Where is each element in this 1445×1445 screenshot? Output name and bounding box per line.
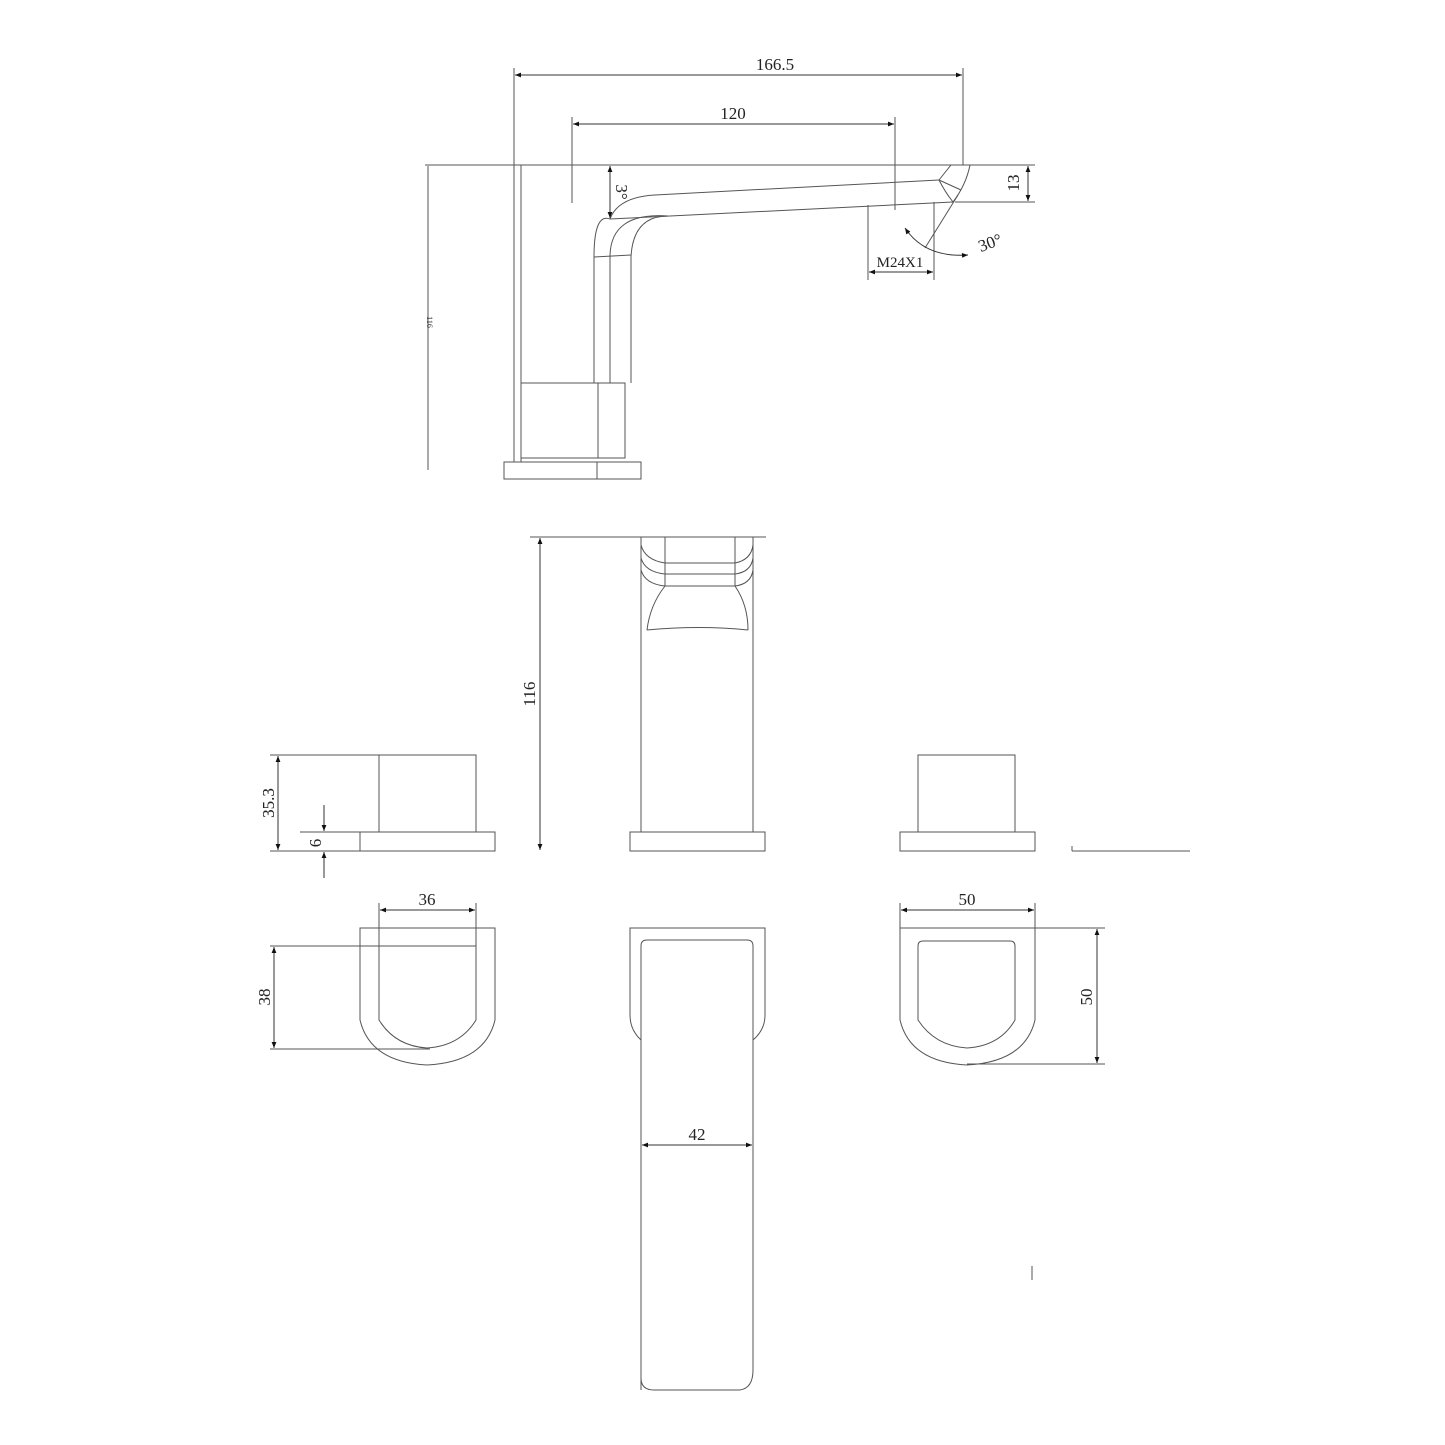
spout-top-body <box>640 939 754 1391</box>
label-left-handle-width: 36 <box>419 890 436 909</box>
label-height-small: 116 <box>425 316 434 328</box>
label-right-handle-width: 50 <box>959 890 976 909</box>
label-aerator-thread: M24X1 <box>877 255 924 271</box>
spout-top-edge <box>609 179 940 220</box>
spout-inner-curve <box>630 215 669 258</box>
spout-neck <box>646 585 749 631</box>
right-handle-inner <box>917 940 1016 1049</box>
label-spout-height: 116 <box>520 682 539 707</box>
left-handle-knob <box>378 754 477 833</box>
spout-bottom-edge <box>609 201 954 220</box>
label-overall-length: 166.5 <box>756 55 794 74</box>
front-view: 116 35.3 6 <box>259 536 1190 878</box>
label-left-handle-depth: 38 <box>255 989 274 1006</box>
spout-neck-ring <box>646 627 749 631</box>
dimension-outlet-angle <box>904 227 969 258</box>
handle-block <box>520 382 626 459</box>
spout-mid-curve <box>609 215 669 258</box>
left-handle-base <box>359 831 496 852</box>
label-outlet-height: 13 <box>1004 175 1023 192</box>
left-handle-inner <box>378 945 477 1049</box>
spout-tip-edge <box>938 179 962 191</box>
cap-ring <box>640 569 754 587</box>
right-handle-knob <box>917 754 1016 833</box>
label-spout-reach: 120 <box>720 104 746 123</box>
label-handle-height: 35.3 <box>259 788 278 818</box>
side-view: 166.5 120 116 M24X1 30° 3° <box>425 55 1035 480</box>
spout-top-outline <box>629 927 766 1041</box>
spout-tip <box>938 164 971 203</box>
spout-outer-curve <box>593 217 611 258</box>
spout-body <box>640 536 754 833</box>
cap-ring <box>640 557 754 575</box>
label-base-thickness: 6 <box>306 839 325 848</box>
label-spout-width: 42 <box>689 1125 706 1144</box>
label-right-handle-depth: 50 <box>1077 989 1096 1006</box>
right-handle-outline <box>899 927 1036 1066</box>
body-edge <box>593 254 632 258</box>
left-handle-outline <box>359 927 496 1066</box>
label-outlet-angle: 30° <box>976 230 1005 256</box>
label-spout-angle: 3° <box>612 184 631 199</box>
top-view: 36 38 42 50 50 <box>255 890 1105 1391</box>
spout-base <box>629 831 766 852</box>
right-handle-base <box>899 831 1036 852</box>
cap-ring <box>640 544 754 564</box>
side-base <box>503 461 642 480</box>
